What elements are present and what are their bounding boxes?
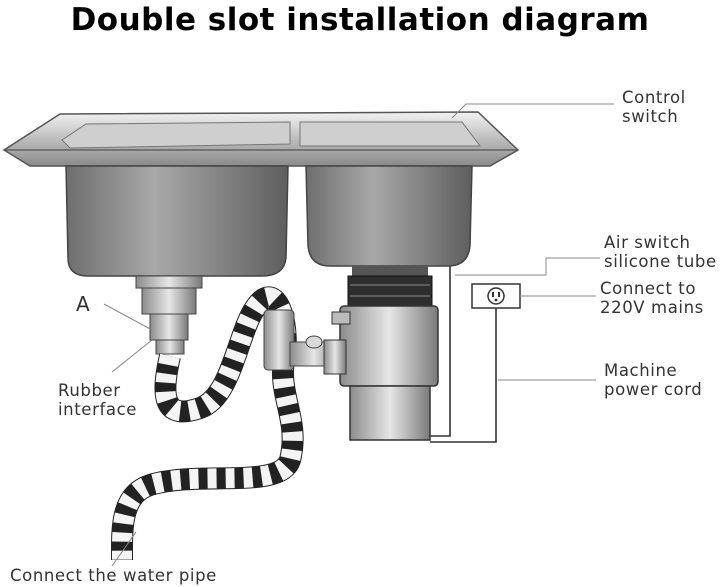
a-marker-label: A <box>76 292 91 316</box>
power-cord-line-2: power cord <box>604 380 703 399</box>
air-switch-label: Air switch silicone tube <box>604 233 717 271</box>
sink-rim <box>2 111 520 167</box>
control-switch-line-2: switch <box>622 107 679 126</box>
air-switch-line-2: silicone tube <box>604 252 717 271</box>
mains-label: Connect to 220V mains <box>600 279 704 317</box>
rubber-interface-label: Rubber interface <box>58 381 137 419</box>
cord-lines <box>430 266 497 443</box>
rubber-line-1: Rubber <box>58 381 121 400</box>
left-sink-bowl <box>65 165 289 277</box>
diagram-title: Double slot installation diagram <box>70 2 650 38</box>
control-switch-line-1: Control <box>622 88 686 107</box>
rubber-line-2: interface <box>58 400 137 419</box>
wall-outlet <box>471 283 521 309</box>
garbage-disposer <box>323 266 439 441</box>
water-pipe-label: Connect the water pipe <box>10 566 217 585</box>
mains-line-2: 220V mains <box>600 298 704 317</box>
right-sink-bowl <box>305 165 473 267</box>
control-switch-label: Control switch <box>622 88 686 126</box>
air-switch-line-1: Air switch <box>604 233 691 252</box>
power-cord-label: Machine power cord <box>604 361 702 399</box>
power-cord-line-1: Machine <box>604 361 678 380</box>
mains-line-1: Connect to <box>600 279 697 298</box>
left-drain-fitting <box>135 275 203 355</box>
leader-lines <box>103 103 614 567</box>
